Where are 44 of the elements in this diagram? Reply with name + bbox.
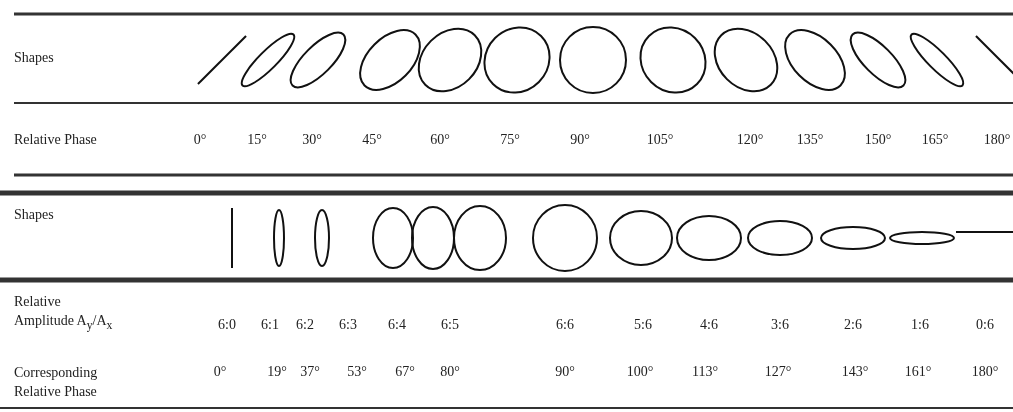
- table-value: 0°: [193, 130, 207, 149]
- table-value: 6:1: [261, 315, 279, 334]
- table-value: 15°: [247, 130, 267, 149]
- table-value: 1:6: [911, 315, 929, 334]
- table-value: 143°: [841, 362, 869, 381]
- table-value: 2:6: [844, 315, 862, 334]
- table-value: 105°: [646, 130, 674, 149]
- table-value: 100°: [626, 362, 654, 381]
- table-value: 165°: [921, 130, 949, 149]
- table-value: 127°: [764, 362, 792, 381]
- table-value: 113°: [691, 362, 719, 381]
- table-value: 53°: [347, 362, 367, 381]
- table-value: 0:6: [976, 315, 994, 334]
- table-value: 80°: [440, 362, 460, 381]
- table-value: 150°: [864, 130, 892, 149]
- table-value: 3:6: [771, 315, 789, 334]
- table-value: 60°: [430, 130, 450, 149]
- table-value: 6:4: [388, 315, 406, 334]
- row-header: Shapes: [14, 205, 55, 224]
- row-header: Shapes: [14, 48, 55, 67]
- table-value: 75°: [500, 130, 520, 149]
- table-value: 6:5: [441, 315, 459, 334]
- row-header: Relative Amplitude A$_{y}$/A$_{x}$: [14, 292, 114, 334]
- table-value: 135°: [796, 130, 824, 149]
- table-value: 90°: [570, 130, 590, 149]
- table-value: 45°: [362, 130, 382, 149]
- table-value: 0°: [213, 362, 227, 381]
- table-value: 37°: [300, 362, 320, 381]
- table-value: 161°: [904, 362, 932, 381]
- table-value: 90°: [555, 362, 575, 381]
- table-value: 6:2: [296, 315, 314, 334]
- table-value: 6:0: [218, 315, 236, 334]
- table-value: 4:6: [700, 315, 718, 334]
- table-value: 6:6: [556, 315, 574, 334]
- table-value: 120°: [736, 130, 764, 149]
- table-value: 180°: [983, 130, 1011, 149]
- table-value: 5:6: [634, 315, 652, 334]
- table-value: 6:3: [339, 315, 357, 334]
- row-header: Corresponding Relative Phase: [14, 364, 99, 401]
- table-value: 67°: [395, 362, 415, 381]
- row-header: Relative Phase: [14, 130, 98, 149]
- table-value: 30°: [302, 130, 322, 149]
- table-value: 19°: [267, 362, 287, 381]
- table-value: 180°: [971, 362, 999, 381]
